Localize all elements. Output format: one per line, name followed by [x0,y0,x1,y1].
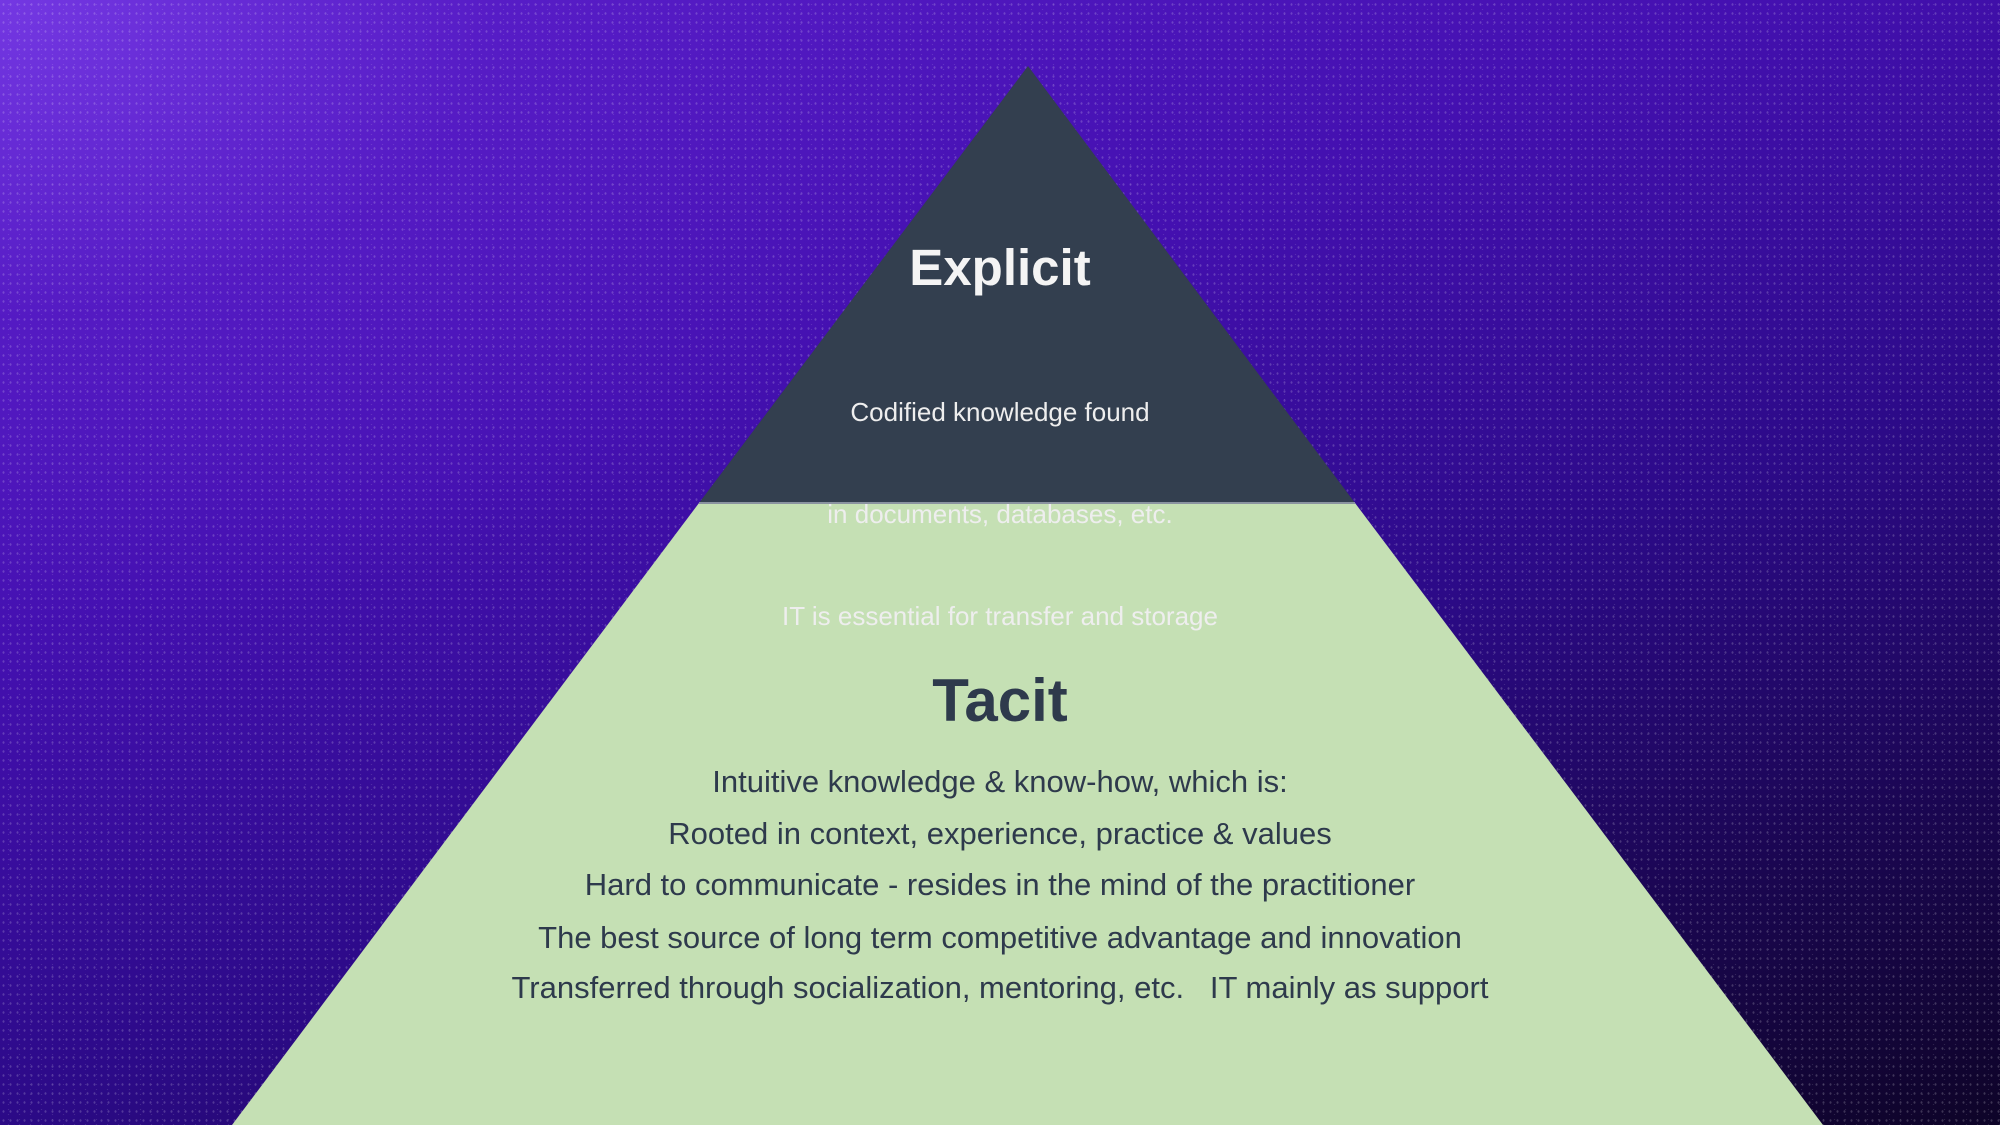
tacit-title: Tacit [932,667,1068,734]
tacit-line: Hard to communicate - resides in the min… [584,867,1416,902]
explicit-line: Codified knowledge found [850,397,1150,427]
tacit-line: The best source of long term competitive… [538,920,1462,955]
tacit-segment [232,503,1823,1125]
explicit-line: IT is essential for transfer and storage [782,601,1218,631]
explicit-line: in documents, databases, etc. [827,499,1173,529]
tacit-line: Rooted in context, experience, practice … [668,816,1332,851]
explicit-description: Codified knowledge found in documents, d… [0,327,2000,667]
tacit-line: Intuitive knowledge & know-how, which is… [712,764,1288,799]
tacit-line: Transferred through socialization, mento… [511,970,1489,1005]
explicit-title: Explicit [909,239,1091,296]
explicit-segment [699,66,1355,503]
